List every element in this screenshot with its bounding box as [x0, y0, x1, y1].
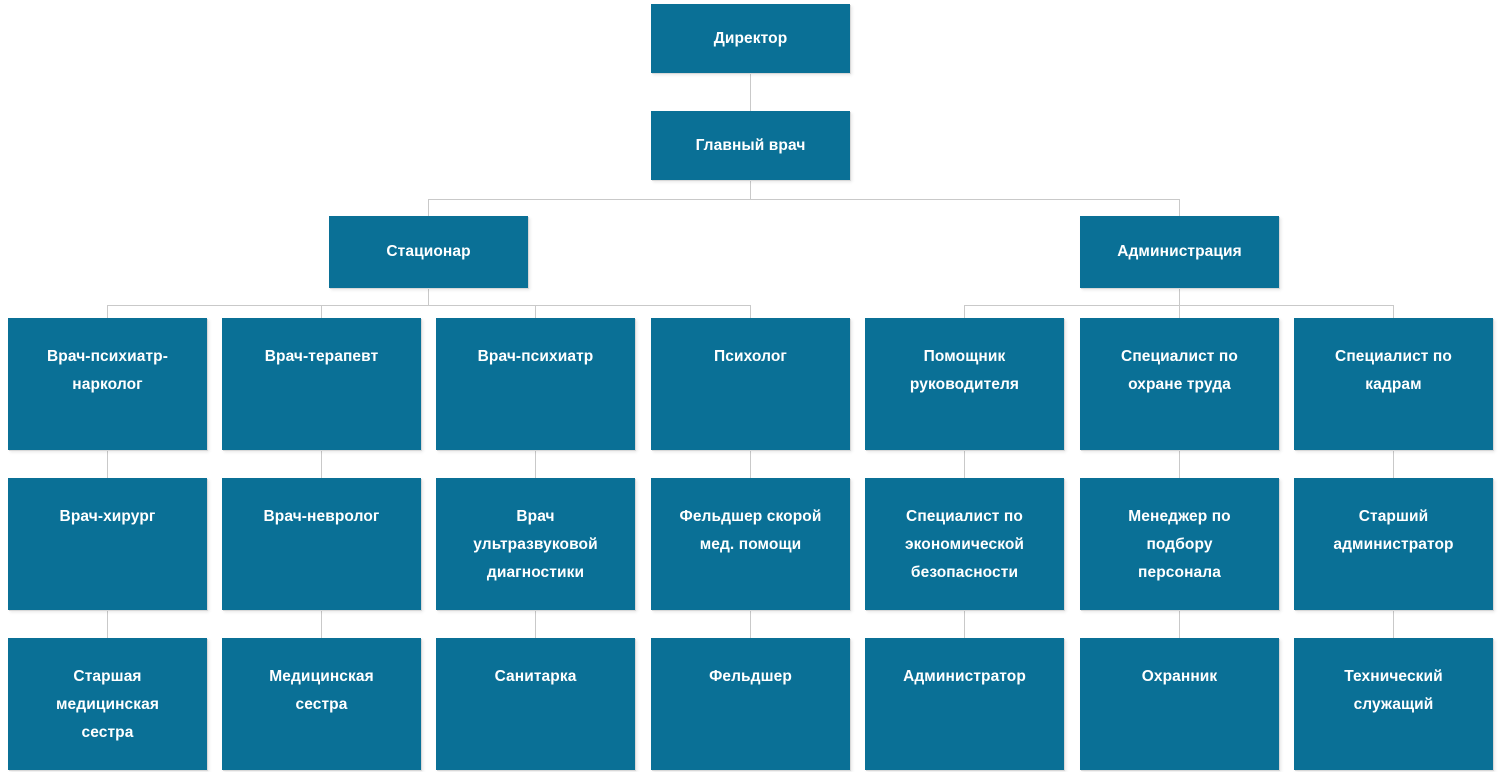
node-administrator[interactable]: Администратор [865, 638, 1064, 770]
node-ultrasound-diagnostics-doctor[interactable]: Врач ультразвуковой диагностики [436, 478, 635, 610]
node-doctor-therapist[interactable]: Врач-терапевт [222, 318, 421, 450]
connector-rail-to-administration [1179, 199, 1180, 216]
node-neurologist[interactable]: Врач-невролог [222, 478, 421, 610]
connector-rail-to-r3c7 [1393, 305, 1394, 318]
connector-r4c3-to-r5c3 [535, 610, 536, 638]
connector-r3c7-to-r4c7 [1393, 450, 1394, 478]
connector-rail-to-hospital [428, 199, 429, 216]
node-doctor-psychiatrist-narcologist[interactable]: Врач-психиатр- нарколог [8, 318, 207, 450]
node-paramedic[interactable]: Фельдшер [651, 638, 850, 770]
node-psychologist[interactable]: Психолог [651, 318, 850, 450]
node-surgeon[interactable]: Врач-хирург [8, 478, 207, 610]
connector-r3c4-to-r4c4 [750, 450, 751, 478]
node-emergency-paramedic[interactable]: Фельдшер скорой мед. помощи [651, 478, 850, 610]
connector-rail-to-r3c5 [964, 305, 965, 318]
node-administration[interactable]: Администрация [1080, 216, 1279, 288]
connector-r3c6-to-r4c6 [1179, 450, 1180, 478]
connector-r4c2-to-r5c2 [321, 610, 322, 638]
node-head-nurse[interactable]: Старшая медицинская сестра [8, 638, 207, 770]
connector-rail-to-r3c6 [1179, 305, 1180, 318]
connector-r3c5-to-r4c5 [964, 450, 965, 478]
connector-r4c4-to-r5c4 [750, 610, 751, 638]
node-recruitment-manager[interactable]: Менеджер по подбору персонала [1080, 478, 1279, 610]
connector-rail-level2 [428, 199, 1180, 200]
connector-r3c3-to-r4c3 [535, 450, 536, 478]
connector-chief-down [750, 180, 751, 199]
node-economic-security-specialist[interactable]: Специалист по экономической безопасности [865, 478, 1064, 610]
connector-r4c1-to-r5c1 [107, 610, 108, 638]
node-senior-administrator[interactable]: Старший администратор [1294, 478, 1493, 610]
node-labor-safety-specialist[interactable]: Специалист по охране труда [1080, 318, 1279, 450]
connector-director-to-chief [750, 73, 751, 111]
connector-r4c6-to-r5c6 [1179, 610, 1180, 638]
node-doctor-psychiatrist[interactable]: Врач-психиатр [436, 318, 635, 450]
node-nurse[interactable]: Медицинская сестра [222, 638, 421, 770]
node-director[interactable]: Директор [651, 4, 850, 73]
connector-administration-down [1179, 288, 1180, 306]
node-hospital[interactable]: Стационар [329, 216, 528, 288]
node-orderly[interactable]: Санитарка [436, 638, 635, 770]
connector-r4c5-to-r5c5 [964, 610, 965, 638]
node-hr-specialist[interactable]: Специалист по кадрам [1294, 318, 1493, 450]
connector-rail-to-r3c2 [321, 305, 322, 318]
connector-hospital-down [428, 288, 429, 306]
node-chief-doctor[interactable]: Главный врач [651, 111, 850, 180]
node-security-guard[interactable]: Охранник [1080, 638, 1279, 770]
connector-rail-to-r3c4 [750, 305, 751, 318]
node-assistant-manager[interactable]: Помощник руководителя [865, 318, 1064, 450]
connector-r3c1-to-r4c1 [107, 450, 108, 478]
connector-rail-to-r3c1 [107, 305, 108, 318]
node-technical-staff[interactable]: Технический служащий [1294, 638, 1493, 770]
connector-r4c7-to-r5c7 [1393, 610, 1394, 638]
connector-rail-to-r3c3 [535, 305, 536, 318]
connector-r3c2-to-r4c2 [321, 450, 322, 478]
connector-rail-hospital-children [107, 305, 751, 306]
